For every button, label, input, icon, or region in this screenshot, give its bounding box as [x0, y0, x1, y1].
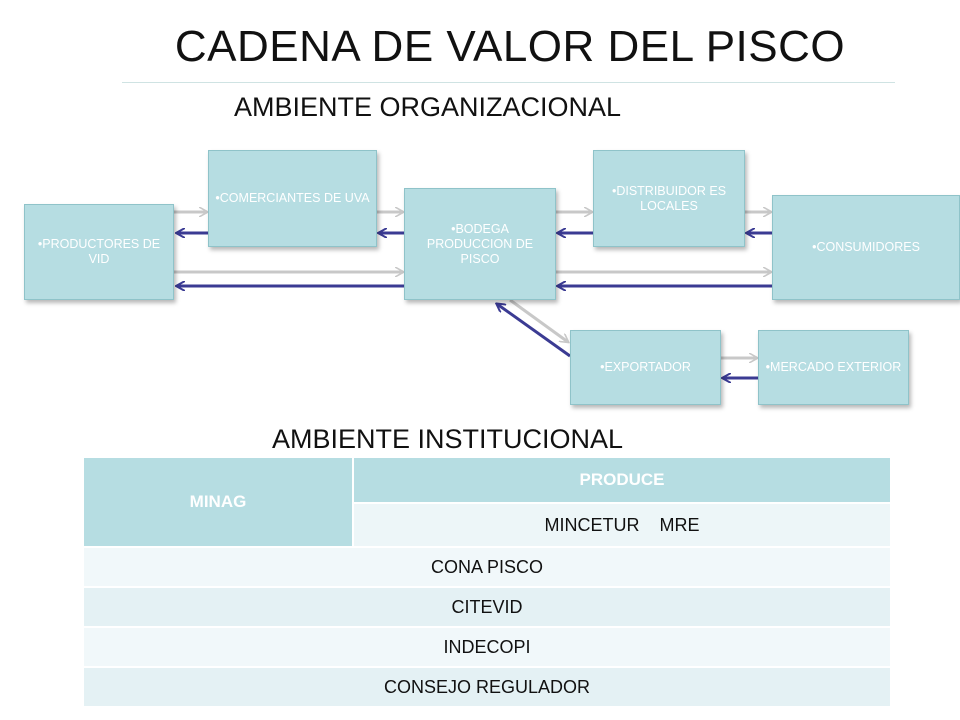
- page-title: CADENA DE VALOR DEL PISCO: [174, 22, 846, 71]
- cell-minag: MINAG: [82, 456, 354, 548]
- title-divider: [122, 82, 895, 83]
- node-mercado-exterior: •MERCADO EXTERIOR: [758, 330, 909, 405]
- node-exportador: •EXPORTADOR: [570, 330, 721, 405]
- node-consumidores: •CONSUMIDORES: [772, 195, 960, 300]
- table-row: CITEVID: [82, 586, 892, 628]
- node-comerciantes-de-uva: •COMERCIANTES DE UVA: [208, 150, 377, 247]
- institutions-table: MINAG PRODUCE MINCETUR MRE CONA PISCO CI…: [82, 456, 892, 708]
- organizational-heading: AMBIENTE ORGANIZACIONAL: [234, 92, 622, 122]
- cell-mincetur-mre: MINCETUR MRE: [352, 502, 892, 548]
- node-productores-de-vid: •PRODUCTORES DE VID: [24, 204, 174, 300]
- cell-produce: PRODUCE: [352, 456, 892, 504]
- institutional-heading: AMBIENTE INSTITUCIONAL: [272, 424, 624, 454]
- node-distribuidores-locales: •DISTRIBUIDOR ES LOCALES: [593, 150, 745, 247]
- table-row: INDECOPI: [82, 626, 892, 668]
- arrow-bodega-to-exportador: [509, 298, 568, 342]
- node-bodega-produccion: •BODEGA PRODUCCION DE PISCO: [404, 188, 556, 300]
- table-row: CONA PISCO: [82, 546, 892, 588]
- arrow-exportador-to-bodega: [497, 304, 571, 358]
- table-row: CONSEJO REGULADOR: [82, 666, 892, 708]
